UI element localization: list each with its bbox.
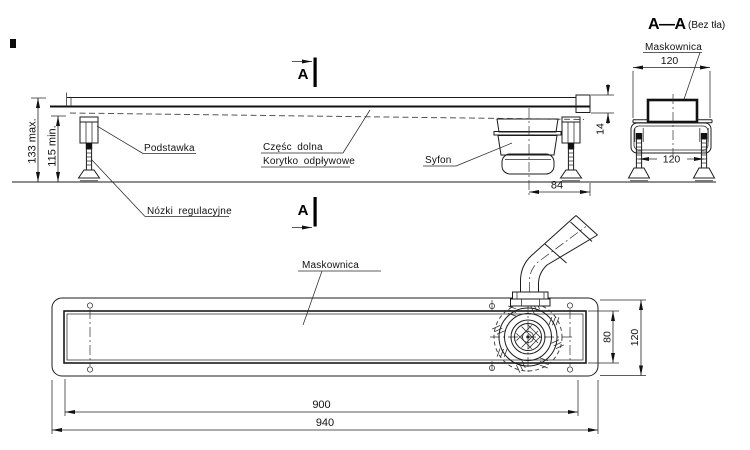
section-left-leg (628, 127, 650, 182)
dim-120-top-label: 120 (661, 55, 679, 67)
screw-holes (87, 300, 573, 374)
dim-900-label: 900 (312, 399, 330, 411)
left-leg (78, 116, 100, 182)
dim-80-label: 80 (602, 331, 614, 343)
dim-14: 14 (591, 84, 614, 135)
label-nozki: Nózki regulacyjne (147, 206, 232, 217)
dim-80: 80 (588, 310, 619, 364)
label-podstawka-group: Podstawka (96, 125, 196, 154)
dim-900: 900 (64, 379, 579, 416)
dim-133: 133 max. (27, 97, 46, 182)
outlet-pipe (510, 215, 598, 307)
section-title-note: (Bez tła) (688, 20, 725, 31)
side-view: 133 max. 115 min. 14 84 Podstawka Częśc … (12, 57, 716, 230)
right-leg (560, 116, 582, 182)
dim-120-legs-label: 120 (663, 154, 681, 166)
dim-120-legs: 120 (639, 154, 704, 166)
label-maskownica-section: Maskownica (645, 42, 702, 53)
dim-120-plan-label: 120 (629, 329, 641, 347)
tray-body-section (630, 122, 712, 154)
dim-115-label: 115 min. (47, 125, 59, 166)
section-mark-bottom: A (292, 197, 317, 230)
label-nozki-group: Nózki regulacyjne (90, 158, 232, 217)
section-mark-top: A (292, 57, 317, 87)
sloped-bottom-hidden-line (69, 112, 585, 120)
dim-120-top: 120 (632, 55, 711, 118)
dim-133-label: 133 max. (27, 118, 39, 163)
label-podstawka: Podstawka (144, 143, 195, 154)
label-syfon-group: Syfon (423, 142, 513, 167)
dim-84-label: 84 (551, 180, 563, 192)
label-czesc-dolna-group: Częśc dolna Korytko odpływowe (261, 109, 371, 168)
channel-profile (50, 92, 591, 120)
label-syfon: Syfon (425, 155, 452, 166)
label-maskownica-plan: Maskownica (302, 260, 359, 271)
label-czesc-dolna: Częśc dolna (263, 142, 323, 153)
drain-plan (490, 299, 574, 375)
syphon-side (493, 108, 562, 196)
label-maskownica-plan-group: Maskownica (298, 260, 381, 326)
section-mark-a-top: A (298, 66, 309, 83)
artifact-mark (10, 39, 16, 48)
section-mark-a-bottom: A (298, 202, 309, 219)
maskownica-plan (63, 310, 587, 364)
end-cap (575, 94, 591, 113)
dim-940-label: 940 (316, 417, 334, 429)
dim-115: 115 min. (47, 115, 66, 182)
dim-120-plan: 120 (600, 299, 646, 376)
tray-outline-plan (51, 297, 599, 377)
section-view-aa: A—A (Bez tła) Maskownica 120 120 (628, 16, 725, 182)
label-maskownica-section-group: Maskownica (643, 42, 702, 109)
section-title: A—A (648, 16, 687, 33)
maskownica-box-section (646, 98, 699, 124)
dim-940: 940 (51, 380, 599, 434)
dim-84: 84 (529, 180, 591, 196)
dim-14-label: 14 (595, 123, 607, 135)
label-korytko: Korytko odpływowe (263, 156, 355, 167)
plan-view: Maskownica 900 940 80 120 (51, 215, 646, 434)
